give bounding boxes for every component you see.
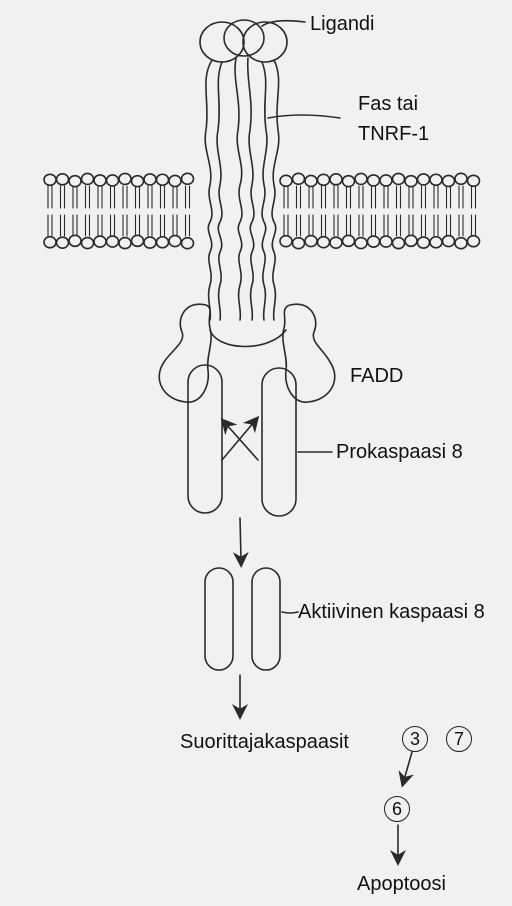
lipid-head (355, 173, 367, 184)
lipid-head (430, 237, 442, 248)
lipid-head (393, 238, 405, 249)
lipid-head (119, 238, 131, 249)
lipid-head (132, 176, 144, 187)
lipid-head (430, 174, 442, 185)
lipid-head (157, 174, 169, 185)
lipid-head (82, 173, 94, 184)
procaspase-left (188, 365, 222, 513)
lipid-head (44, 237, 56, 248)
fadd-left (159, 304, 211, 402)
lipid-head (368, 175, 380, 186)
lipid-head (418, 237, 430, 248)
lipid-head (293, 173, 305, 184)
lipid-head (144, 174, 156, 185)
lipid-head (368, 236, 380, 247)
lipid-head (182, 238, 194, 249)
lipid-head (405, 176, 417, 187)
procaspase-right (262, 368, 296, 516)
lipid-head (169, 175, 181, 186)
lipid-head (468, 236, 480, 247)
ligand-label: Ligandi (310, 12, 375, 36)
lipid-head (455, 173, 467, 184)
lipid-head (94, 236, 106, 247)
lipid-head (405, 235, 417, 246)
lipid-head (44, 174, 56, 185)
lipid-head (330, 237, 342, 248)
lipid-head (318, 237, 330, 248)
lipid-head (69, 235, 81, 246)
active-caspase-right (252, 568, 280, 670)
ligand-trimer (200, 20, 287, 62)
fadd-right (283, 304, 335, 402)
receptor-label-line1: Fas tai (358, 92, 418, 116)
lipid-head (157, 237, 169, 248)
lipid-head (144, 237, 156, 248)
apoptosis-label: Apoptoosi (357, 872, 446, 896)
lipid-head (107, 236, 119, 247)
lipid-head (330, 174, 342, 185)
arrow-to-caspase-6 (404, 752, 412, 780)
fadd-label: FADD (350, 364, 403, 388)
procaspase-label: Prokaspaasi 8 (336, 440, 463, 464)
lipid-head (57, 237, 69, 248)
lipid-head (280, 236, 292, 247)
lipid-head (280, 175, 292, 186)
lipid-head (393, 173, 405, 184)
lipid-head (82, 238, 94, 249)
lipid-head (305, 236, 317, 247)
cross-arrow-1 (222, 422, 254, 460)
executor-caspases-label: Suorittajakaspaasit (180, 730, 349, 754)
lipid-head (355, 238, 367, 249)
active-caspase-label: Aktiivinen kaspaasi 8 (298, 600, 485, 624)
receptor-leader-line (268, 115, 340, 118)
lipid-head (343, 235, 355, 246)
lipid-head (69, 176, 81, 187)
lipid-head (443, 175, 455, 186)
lipid-head (443, 236, 455, 247)
arrow-to-active (240, 518, 241, 560)
lipid-head (94, 175, 106, 186)
caspase-7-badge: 7 (446, 726, 472, 752)
caspase-6-badge: 6 (384, 796, 410, 822)
cross-arrow-2 (226, 424, 258, 460)
lipid-head (318, 174, 330, 185)
adaptor-link (210, 330, 286, 347)
lipid-head (293, 238, 305, 249)
lipid-head (132, 235, 144, 246)
active-caspase-leader-line (282, 612, 298, 613)
lipid-head (305, 175, 317, 186)
receptor-chains (205, 58, 279, 320)
lipid-head (107, 175, 119, 186)
lipid-head (57, 174, 69, 185)
lipid-head (169, 236, 181, 247)
active-caspase-left (205, 568, 233, 670)
receptor-label-line2: TNRF-1 (358, 122, 429, 146)
lipid-head (343, 176, 355, 187)
lipid-head (418, 174, 430, 185)
lipid-head (119, 173, 131, 184)
caspase-3-badge: 3 (402, 726, 428, 752)
lipid-head (455, 238, 467, 249)
lipid-head (182, 173, 194, 184)
lipid-head (380, 175, 392, 186)
lipid-head (380, 236, 392, 247)
lipid-head (468, 175, 480, 186)
